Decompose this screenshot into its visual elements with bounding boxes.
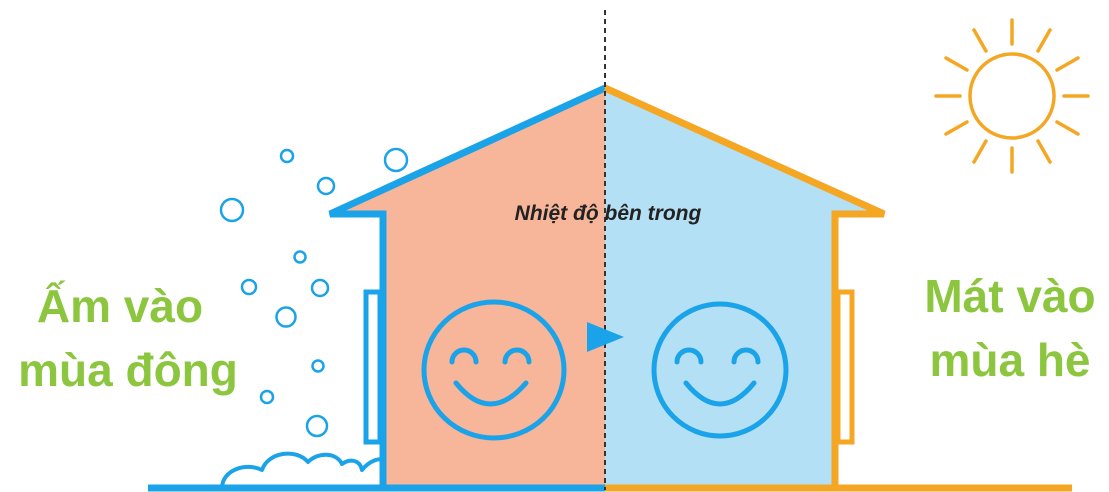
summer-label-line2: mùa hè xyxy=(929,334,1090,386)
snow-cloud-icon xyxy=(220,451,385,490)
summer-label-line1: Mát vào xyxy=(924,270,1095,322)
winter-label-line2: mùa đông xyxy=(18,344,238,396)
winter-house-outline xyxy=(328,84,607,488)
house-warm-half xyxy=(330,88,605,490)
sun-icon xyxy=(934,18,1090,174)
summer-house-outline xyxy=(603,84,886,488)
winter-label-line1: Ấm vào xyxy=(37,280,203,332)
arrow-right-icon xyxy=(587,322,624,352)
smiley-face-icon xyxy=(651,301,789,439)
snow-bubbles xyxy=(219,147,409,438)
house-cool-half xyxy=(605,88,884,490)
inside-temperature-label: Nhiệt độ bên trong xyxy=(515,202,702,225)
smiley-face-icon xyxy=(421,299,567,441)
